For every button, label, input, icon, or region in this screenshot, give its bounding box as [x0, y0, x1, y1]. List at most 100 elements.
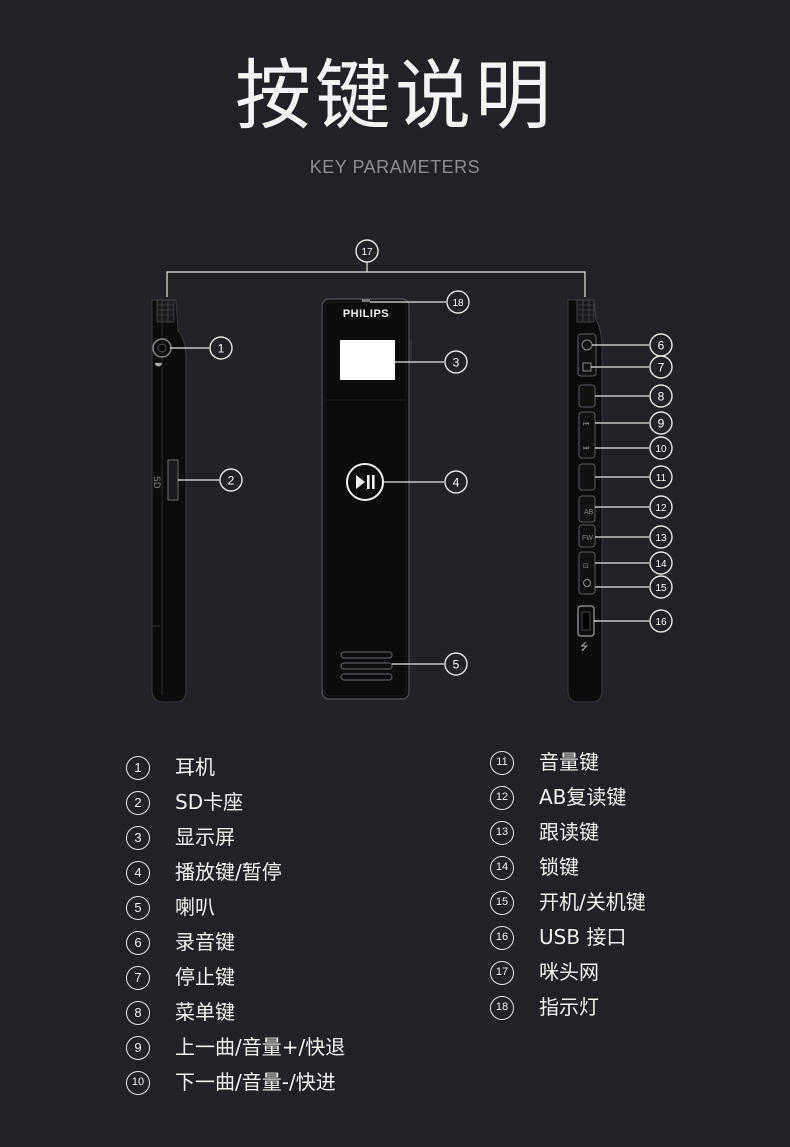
- legend-label: 下一曲/音量-/快进: [175, 1070, 336, 1094]
- indicator-light: [362, 299, 370, 302]
- lock-icon: ⊡: [583, 562, 589, 570]
- svg-text:4: 4: [453, 476, 460, 490]
- legend-number: 5: [126, 895, 150, 920]
- svg-text:3: 3: [453, 356, 460, 370]
- callout-5: 5: [444, 652, 468, 676]
- svg-text:15: 15: [655, 583, 667, 594]
- callout-18: 18: [446, 290, 470, 314]
- device-left-side-view: ◗ SD: [151, 299, 187, 703]
- svg-text:18: 18: [452, 298, 464, 309]
- callout-9: 9: [649, 411, 673, 435]
- legend-number: 9: [126, 1035, 150, 1060]
- callout-3: 3: [444, 350, 468, 374]
- callout-lines: [170, 301, 649, 665]
- svg-text:13: 13: [655, 533, 667, 544]
- legend-label: 菜单键: [175, 1000, 235, 1024]
- menu-button: [578, 384, 596, 408]
- power-icon: [583, 579, 591, 587]
- callout-14: 14: [649, 551, 673, 575]
- device-diagram: ◗ SD PHILIPS: [151, 239, 673, 703]
- svg-text:8: 8: [658, 390, 665, 404]
- legend-label: USB 接口: [539, 925, 627, 949]
- svg-text:17: 17: [361, 247, 373, 258]
- legend-item: 3 显示屏: [126, 820, 345, 855]
- page-subtitle: KEY PARAMETERS: [309, 157, 481, 177]
- callout-11: 11: [649, 465, 673, 489]
- mic-bracket-line: [166, 271, 586, 297]
- legend-label: 咪头网: [539, 960, 599, 984]
- callout-1: 1: [209, 336, 233, 360]
- legend-number: 2: [126, 790, 150, 815]
- legend-number: 3: [126, 825, 150, 850]
- svg-text:SD: SD: [151, 476, 161, 489]
- legend-item: 12 AB复读键: [490, 780, 646, 815]
- callout-4: 4: [444, 470, 468, 494]
- legend-number: 15: [490, 890, 514, 915]
- page-title: 按键说明: [235, 51, 555, 140]
- legend-item: 11 音量键: [490, 745, 646, 780]
- callout-12: 12: [649, 495, 673, 519]
- legend-label: 喇叭: [175, 895, 215, 919]
- legend-label: 录音键: [175, 930, 235, 954]
- svg-text:11: 11: [656, 473, 667, 484]
- legend-item: 16 USB 接口: [490, 920, 646, 955]
- callout-13: 13: [649, 525, 673, 549]
- svg-text:9: 9: [658, 417, 665, 431]
- callout-6: 6: [649, 333, 673, 357]
- legend-number: 12: [490, 785, 514, 810]
- legend-item: 5 喇叭: [126, 890, 345, 925]
- legend-number: 10: [126, 1070, 150, 1095]
- callout-8: 8: [649, 384, 673, 408]
- mic-grille-left: [156, 299, 175, 323]
- legend-number: 14: [490, 855, 514, 880]
- follow-read-button: [578, 524, 596, 548]
- legend-number: 16: [490, 925, 514, 950]
- legend-label: 音量键: [539, 750, 599, 774]
- legend-number: 18: [490, 995, 514, 1020]
- legend-label: AB复读键: [539, 785, 627, 809]
- legend-label: 跟读键: [539, 820, 599, 844]
- usb-icon: ⭍: [580, 641, 588, 653]
- legend-label: 播放键/暂停: [175, 860, 282, 884]
- sd-card-slot: [167, 459, 179, 501]
- svg-text:5: 5: [453, 658, 460, 672]
- mic-grille-right: [576, 299, 595, 323]
- legend-number: 11: [490, 750, 514, 775]
- speaker-grille: [340, 651, 393, 681]
- callout-7: 7: [649, 355, 673, 379]
- display-screen: [340, 340, 395, 380]
- device-front-view: PHILIPS: [321, 298, 412, 700]
- legend-item: 2 SD卡座: [126, 785, 345, 820]
- legend-number: 4: [126, 860, 150, 885]
- next-icon: ⏭: [583, 444, 590, 452]
- pause-icon: [367, 475, 370, 489]
- ab-button: [578, 495, 596, 523]
- svg-text:7: 7: [658, 361, 665, 375]
- callout-10: 10: [649, 436, 673, 460]
- callout-15: 15: [649, 575, 673, 599]
- play-icon: [356, 475, 365, 489]
- legend-number: 1: [126, 755, 150, 780]
- legend-label: 停止键: [175, 965, 235, 989]
- prev-icon: ⏮: [583, 420, 589, 428]
- svg-text:1: 1: [218, 342, 225, 356]
- callout-2: 2: [219, 468, 243, 492]
- legend-label: 显示屏: [175, 825, 235, 849]
- svg-text:2: 2: [228, 474, 235, 488]
- headphone-icon: ◗: [153, 362, 163, 367]
- legend-number: 13: [490, 820, 514, 845]
- legend-item: 10 下一曲/音量-/快进: [126, 1065, 345, 1100]
- svg-text:6: 6: [658, 339, 665, 353]
- svg-text:16: 16: [655, 617, 667, 628]
- legend-label: SD卡座: [175, 790, 244, 814]
